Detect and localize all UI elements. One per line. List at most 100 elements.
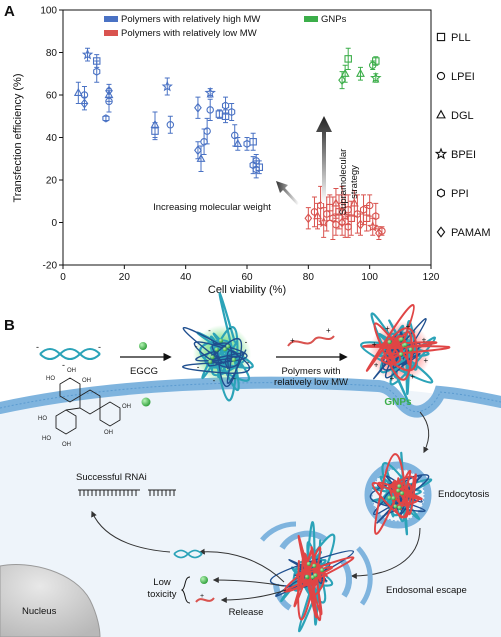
data-point bbox=[349, 198, 359, 207]
polymer-chain-icon bbox=[287, 335, 335, 347]
egcg-dot bbox=[313, 573, 318, 578]
data-point bbox=[80, 98, 89, 109]
panel-b-label: B bbox=[4, 317, 15, 334]
marker-legend-label: BPEI bbox=[451, 149, 476, 161]
egcg-dot bbox=[210, 355, 215, 360]
error-bar bbox=[333, 213, 339, 236]
charge-sign: + bbox=[423, 356, 428, 365]
egcg-dot bbox=[400, 491, 405, 496]
circle-marker-icon bbox=[436, 71, 446, 81]
error-bar bbox=[244, 137, 250, 151]
escaping-endosome bbox=[260, 521, 373, 633]
data-point bbox=[365, 201, 374, 210]
charge-sign: - bbox=[246, 358, 249, 367]
toxicity-brace bbox=[180, 576, 191, 604]
error-bar bbox=[345, 47, 351, 70]
error-bar bbox=[373, 202, 379, 230]
error-bar bbox=[342, 64, 348, 83]
egcg-dot bbox=[408, 347, 413, 352]
data-point bbox=[313, 211, 322, 220]
egcg-dot bbox=[387, 340, 392, 344]
hexagon-marker-icon bbox=[437, 188, 445, 198]
star-marker-icon bbox=[434, 147, 448, 160]
successful-rnai-label: Successful RNAi bbox=[76, 472, 147, 483]
data-point bbox=[338, 217, 346, 228]
error-bar bbox=[339, 185, 345, 226]
y-tick-label: 100 bbox=[40, 6, 57, 17]
polymer-label-1: Polymers with bbox=[281, 366, 340, 377]
supramolecular-label-2: strategy bbox=[349, 165, 360, 199]
egcg-dot bbox=[403, 342, 408, 347]
svg-text:OH: OH bbox=[82, 378, 91, 384]
x-tick-label: 120 bbox=[423, 272, 440, 283]
legend-low-mw: Polymers with relatively low MW bbox=[121, 28, 257, 39]
x-tick-label: 0 bbox=[60, 272, 66, 283]
cleaved-mrna bbox=[78, 489, 176, 496]
legend-swatch-high-mw bbox=[104, 16, 118, 22]
data-point bbox=[204, 86, 216, 98]
egcg-ball-icon bbox=[139, 342, 147, 350]
cell-membrane bbox=[0, 376, 501, 418]
egcg-dot bbox=[305, 574, 309, 579]
released-egcg bbox=[200, 576, 208, 584]
charge-sign: - bbox=[197, 363, 200, 372]
y-tick-label: 0 bbox=[51, 218, 57, 229]
data-point bbox=[255, 163, 264, 172]
plus-sign: + bbox=[200, 593, 204, 600]
egcg-dot bbox=[208, 359, 213, 364]
x-tick-label: 60 bbox=[241, 272, 253, 283]
sirna-duplex: - - - bbox=[36, 342, 101, 370]
gnps-label: GNPs bbox=[384, 397, 412, 408]
data-point bbox=[73, 87, 83, 96]
molecular-weight-arrow bbox=[276, 181, 299, 205]
error-bar bbox=[198, 145, 204, 172]
release-label: Release bbox=[229, 607, 264, 618]
sirna-egcg-complex: -------- bbox=[182, 292, 254, 402]
data-point bbox=[233, 138, 243, 147]
error-bar bbox=[229, 103, 235, 121]
supramolecular-label-1: Supramolecular bbox=[338, 149, 349, 216]
panel-a-label: A bbox=[4, 3, 15, 20]
data-point bbox=[161, 80, 173, 92]
egcg-dot bbox=[226, 344, 230, 349]
y-tick-label: 20 bbox=[46, 176, 58, 187]
release-arrow-polymer bbox=[220, 589, 287, 603]
strand bbox=[388, 473, 417, 519]
data-point bbox=[374, 228, 383, 239]
data-point bbox=[340, 68, 350, 77]
nucleus-label: Nucleus bbox=[22, 606, 57, 617]
charge-sign: + bbox=[372, 340, 377, 349]
egcg-dot bbox=[312, 563, 317, 568]
svg-text:OH: OH bbox=[67, 368, 76, 374]
charge-sign: + bbox=[410, 372, 415, 381]
svg-text:-: - bbox=[98, 342, 101, 352]
strand bbox=[195, 349, 241, 370]
square-marker-icon bbox=[436, 32, 446, 42]
marker-legend-label: PAMAM bbox=[451, 227, 491, 239]
endosome bbox=[364, 451, 433, 536]
data-point bbox=[206, 106, 214, 114]
svg-text:HO: HO bbox=[46, 376, 55, 382]
x-tick-label: 40 bbox=[180, 272, 192, 283]
error-bar bbox=[339, 71, 345, 90]
charge-sign: - bbox=[208, 326, 211, 335]
data-point bbox=[221, 112, 230, 121]
charge-sign: + bbox=[390, 374, 395, 383]
egcg-dot bbox=[306, 561, 311, 566]
gnp-particle: ++++++++ bbox=[360, 304, 451, 404]
egcg-dot bbox=[218, 338, 223, 343]
x-axis-label: Cell viability (%) bbox=[208, 284, 286, 296]
svg-text:OH: OH bbox=[104, 430, 113, 436]
error-bar bbox=[204, 117, 210, 145]
error-bar bbox=[103, 115, 109, 121]
low-label: Low bbox=[153, 577, 171, 588]
data-point bbox=[249, 138, 257, 146]
data-point bbox=[81, 48, 94, 60]
supramolecular-arrow bbox=[316, 116, 332, 203]
egcg-dot bbox=[214, 347, 219, 352]
charge-sign: + bbox=[374, 361, 379, 370]
error-bar bbox=[152, 122, 158, 141]
error-bar bbox=[94, 60, 100, 83]
